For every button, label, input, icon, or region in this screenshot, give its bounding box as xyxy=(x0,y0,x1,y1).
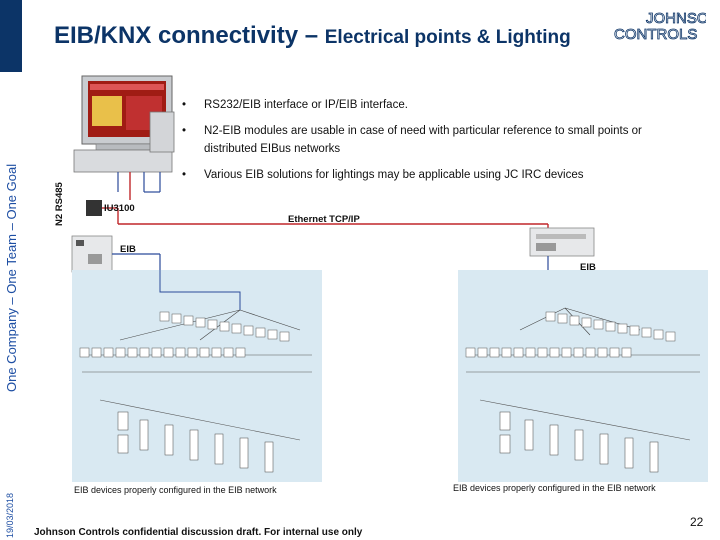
eib-device-icon xyxy=(231,323,242,334)
eib-right-label: EIB xyxy=(580,262,596,273)
page-title: EIB/KNX connectivity – Electrical points… xyxy=(54,22,571,50)
eib-device-icon xyxy=(159,311,170,322)
logo-line-2: CONTROLS xyxy=(614,26,697,43)
eib-device-icon xyxy=(653,329,664,340)
eib-device-icon xyxy=(151,347,162,358)
page-number: 22 xyxy=(690,515,704,529)
eib-device-icon xyxy=(621,347,632,358)
eib-device-icon xyxy=(279,331,290,342)
ethernet-label: Ethernet TCP/IP xyxy=(288,214,360,225)
logo-line-1: JOHNSON xyxy=(646,10,706,27)
title-main: EIB/KNX connectivity – xyxy=(54,22,325,49)
bullet-item: RS232/EIB interface or IP/EIB interface. xyxy=(178,96,698,114)
eib-device-icon xyxy=(617,323,628,334)
eib-device-icon xyxy=(585,347,596,358)
eib-device-icon xyxy=(103,347,114,358)
eib-device-icon xyxy=(171,313,182,324)
eib-device-icon xyxy=(195,317,206,328)
eib-device-icon xyxy=(199,347,210,358)
eib-device-icon xyxy=(115,347,126,358)
eib-device-icon xyxy=(127,347,138,358)
eib-network-right xyxy=(458,270,708,482)
eib-device-icon xyxy=(91,347,102,358)
eib-device-icon xyxy=(665,331,676,342)
eib-device-icon xyxy=(545,311,556,322)
computer-workstation-icon xyxy=(73,75,175,173)
eib-device-icon xyxy=(175,347,186,358)
caption-left: EIB devices properly configured in the E… xyxy=(74,485,277,495)
eib-device-icon xyxy=(219,321,230,332)
eib-device-icon xyxy=(597,347,608,358)
brand-bar xyxy=(0,0,22,72)
eib-device-icon xyxy=(223,347,234,358)
ip-eib-interface-right-icon xyxy=(529,227,595,257)
eib-device-icon xyxy=(489,347,500,358)
n2-rs485-label: N2 RS485 xyxy=(54,182,65,226)
eib-device-icon xyxy=(573,347,584,358)
bullet-list: RS232/EIB interface or IP/EIB interface.… xyxy=(178,96,698,192)
eib-device-icon xyxy=(211,347,222,358)
eib-device-icon xyxy=(187,347,198,358)
eib-device-icon xyxy=(537,347,548,358)
eib-device-icon xyxy=(513,347,524,358)
eib-device-icon xyxy=(139,347,150,358)
caption-right: EIB devices properly configured in the E… xyxy=(453,483,656,493)
eib-device-icon xyxy=(593,319,604,330)
eib-device-icon xyxy=(561,347,572,358)
eib-left-label: EIB xyxy=(120,244,136,255)
iu3100-label: IU3100 xyxy=(104,203,135,214)
eib-device-icon xyxy=(465,347,476,358)
eib-device-icon xyxy=(477,347,488,358)
eib-network-left xyxy=(72,270,322,482)
eib-device-icon xyxy=(629,325,640,336)
footer-confidential: Johnson Controls confidential discussion… xyxy=(34,527,363,538)
eib-interface-left-icon xyxy=(71,235,113,273)
eib-device-icon xyxy=(79,347,90,358)
eib-device-icon xyxy=(569,315,580,326)
eib-device-icon xyxy=(235,347,246,358)
eib-device-icon xyxy=(609,347,620,358)
eib-device-icon xyxy=(183,315,194,326)
eib-device-icon xyxy=(243,325,254,336)
johnson-controls-logo: JOHNSON CONTROLS xyxy=(614,10,706,44)
eib-device-icon xyxy=(557,313,568,324)
eib-device-icon xyxy=(549,347,560,358)
eib-device-icon xyxy=(581,317,592,328)
eib-device-icon xyxy=(267,329,278,340)
eib-device-icon xyxy=(163,347,174,358)
title-sub: Electrical points & Lighting xyxy=(324,27,571,48)
eib-device-icon xyxy=(605,321,616,332)
iu3100-module-icon xyxy=(86,200,102,216)
eib-device-icon xyxy=(255,327,266,338)
sidebar xyxy=(0,0,22,540)
eib-device-icon xyxy=(207,319,218,330)
eib-device-icon xyxy=(525,347,536,358)
bullet-item: N2-EIB modules are usable in case of nee… xyxy=(178,122,698,158)
bullet-item: Various EIB solutions for lightings may … xyxy=(178,166,698,184)
eib-device-icon xyxy=(501,347,512,358)
eib-device-icon xyxy=(641,327,652,338)
